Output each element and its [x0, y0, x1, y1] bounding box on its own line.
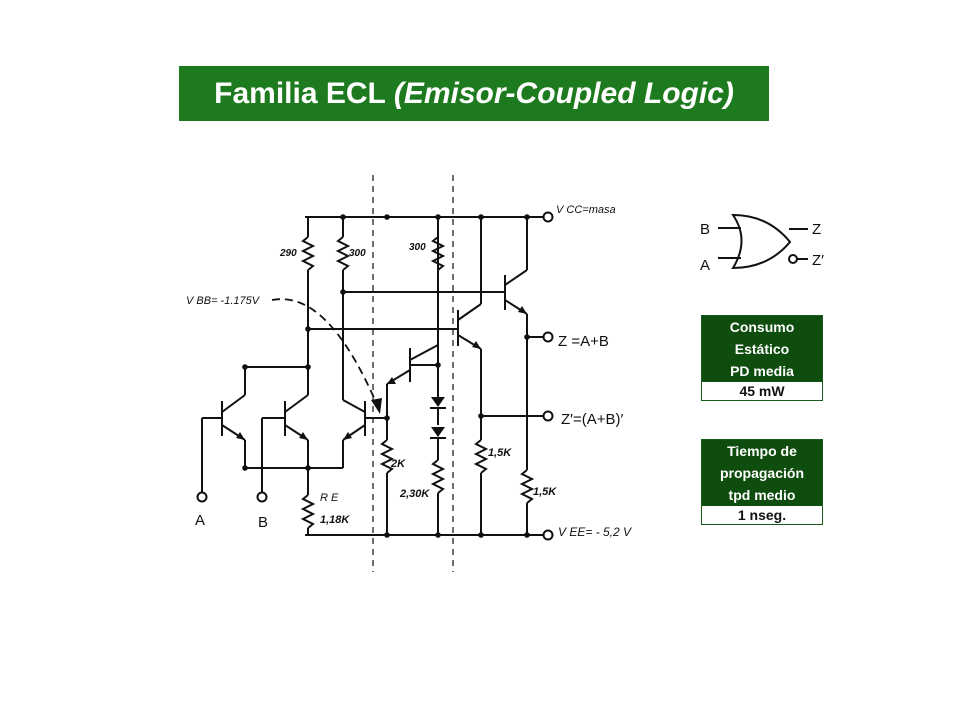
- tiempo-box: Tiempo de propagación tpd medio 1 nseg.: [701, 439, 823, 525]
- resistor-290-label: 290: [279, 248, 297, 259]
- gate-input-b-label: B: [700, 221, 710, 238]
- tiempo-line-1: Tiempo de: [727, 443, 797, 459]
- gate-input-a-label: A: [700, 257, 710, 274]
- output-z-label: Z =A+B: [558, 333, 609, 350]
- vee-label: V EE= - 5,2 V: [558, 525, 632, 539]
- tiempo-value: 1 nseg.: [702, 506, 822, 524]
- vcc-label: V CC=masa: [556, 204, 616, 216]
- tiempo-header: Tiempo de propagación tpd medio: [702, 440, 822, 506]
- vbb-label: V BB= -1.175V: [186, 295, 261, 307]
- title-bar: Familia ECL (Emisor-Coupled Logic): [179, 66, 769, 121]
- resistor-re-value: 1,18K: [320, 514, 350, 526]
- resistor-1-5k-a-label: 1,5K: [488, 447, 512, 459]
- title-subtitle: (Emisor-Coupled Logic): [393, 76, 734, 110]
- resistor-2k-label: 2K: [390, 458, 406, 470]
- resistor-300a-label: 300: [349, 248, 366, 259]
- nor-gate-symbol: [718, 213, 808, 270]
- consumo-box: Consumo Estático PD media 45 mW: [701, 315, 823, 401]
- resistor-2-30k-label: 2,30K: [399, 488, 430, 500]
- consumo-line-3: PD media: [730, 363, 794, 379]
- gate-output-zp-label: Z′: [812, 252, 824, 269]
- resistor-300b-label: 300: [409, 242, 426, 253]
- consumo-value: 45 mW: [702, 382, 822, 400]
- consumo-line-1: Consumo: [729, 319, 795, 335]
- consumo-line-2: Estático: [734, 341, 790, 357]
- resistor-1-5k-b-label: 1,5K: [533, 486, 557, 498]
- input-a-label: A: [195, 512, 205, 529]
- consumo-header: Consumo Estático PD media: [702, 316, 822, 382]
- gate-output-z-label: Z: [812, 221, 821, 238]
- resistor-re-name: R E: [320, 492, 339, 504]
- output-zp-label: Z′=(A+B)′: [561, 411, 623, 428]
- tiempo-line-3: tpd medio: [728, 487, 796, 503]
- title-main: Familia ECL: [214, 76, 386, 110]
- input-b-label: B: [258, 514, 268, 531]
- tiempo-line-2: propagación: [719, 465, 804, 481]
